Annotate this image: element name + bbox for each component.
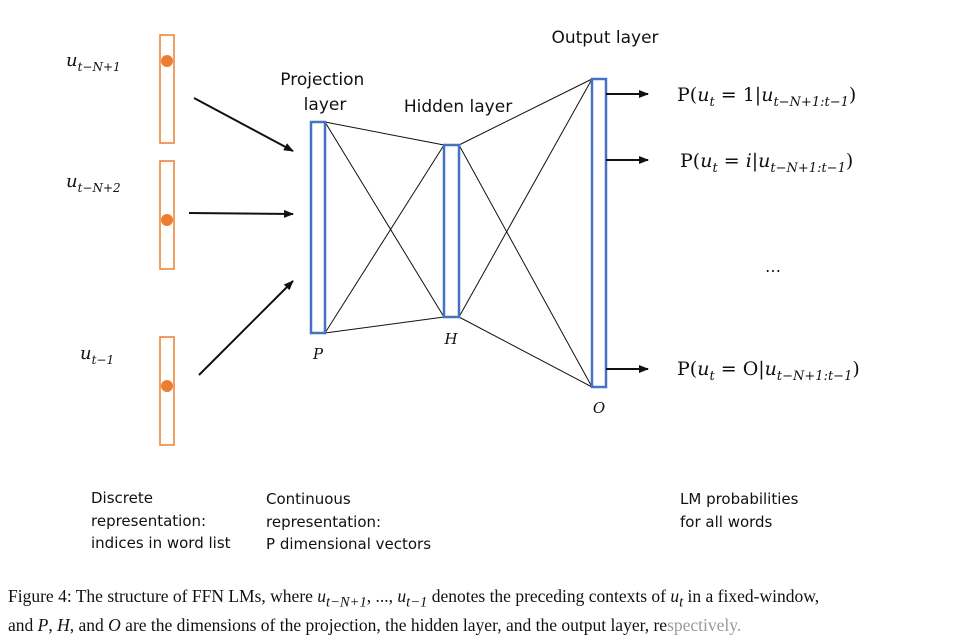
output-layer [590, 77, 608, 389]
input-vectors [159, 34, 175, 446]
input-label-2: ut−N+2 [66, 171, 121, 195]
input-arrow-2 [188, 209, 294, 218]
output-dim-label: O [593, 399, 605, 417]
caption-label: Figure 4: [8, 586, 72, 606]
caption-line-2: and P, H, and O are the dimensions of th… [8, 614, 742, 635]
figure-caption: Figure 4: The structure of FFN LMs, wher… [8, 585, 953, 636]
output-prob-3: P(ut = O|ut−N+1:t−1) [677, 358, 860, 384]
input-box-3 [159, 336, 175, 446]
hidden-dim-label: H [443, 330, 458, 348]
input-dot-3 [161, 380, 173, 392]
input-dot-1 [161, 55, 173, 67]
lm-description: LM probabilities for all words [680, 490, 803, 531]
input-box-2 [159, 160, 175, 270]
discrete-description: Discrete representation: indices in word… [91, 489, 231, 552]
input-arrow-1 [193, 97, 294, 152]
caption-line-1: Figure 4: The structure of FFN LMs, wher… [8, 586, 820, 611]
caption-watermark: spectively. [667, 614, 742, 635]
input-arrow-3 [198, 280, 294, 376]
hidden-layer [442, 143, 461, 319]
output-layer-title: Output layer [551, 28, 658, 48]
input-dot-2 [161, 214, 173, 226]
input-box-1 [159, 34, 175, 144]
input-label-1: ut−N+1 [66, 50, 121, 74]
input-label-3: ut−1 [80, 343, 114, 367]
projection-layer-title: Projection layer [280, 70, 369, 115]
output-prob-2: P(ut = i|ut−N+1:t−1) [680, 150, 853, 176]
projection-layer [309, 120, 327, 335]
projection-dim-label: P [312, 345, 324, 363]
network-connections [324, 78, 593, 388]
output-ellipsis: … [765, 257, 781, 276]
hidden-layer-title: Hidden layer [404, 97, 512, 117]
continuous-description: Continuous representation: P dimensional… [266, 490, 431, 553]
output-prob-1: P(ut = 1|ut−N+1:t−1) [677, 84, 856, 110]
